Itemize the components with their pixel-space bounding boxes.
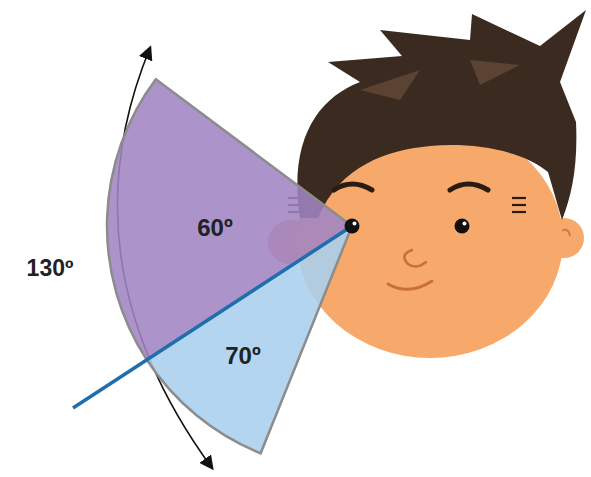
eyebrow: [450, 184, 488, 190]
hair-highlight: [360, 60, 520, 100]
eye: [455, 219, 470, 234]
total-angle: 130º: [27, 255, 74, 282]
sector-shape: [144, 224, 354, 456]
eye: [345, 219, 360, 234]
sector-outline: [147, 226, 352, 453]
hair: [297, 10, 586, 220]
angle-value: 60º: [197, 214, 232, 242]
sight-line: [73, 226, 352, 408]
mouth: [388, 281, 432, 289]
eye-highlight: [353, 222, 357, 226]
angle-value: 70º: [225, 342, 260, 370]
eye-highlight: [463, 222, 467, 226]
label-holder: 130º: [27, 255, 74, 282]
nose: [404, 250, 426, 267]
eyebrow: [334, 184, 372, 190]
sector-70: 70º: [144, 224, 354, 456]
